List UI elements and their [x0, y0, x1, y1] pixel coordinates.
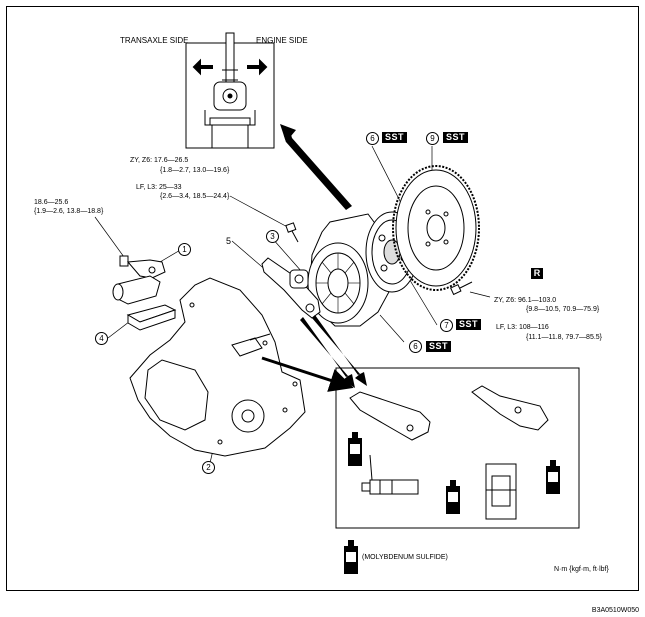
- fork-detail-left: [349, 391, 431, 441]
- part-number-3: 3: [266, 230, 279, 243]
- part-number-2: 2: [202, 461, 215, 474]
- clutch-release-cylinder: [112, 255, 166, 305]
- lubricant-note: (MOLYBDENUM SULFIDE): [362, 554, 448, 561]
- sst-badge: SST: [456, 319, 482, 330]
- flywheel-bolt: [450, 281, 473, 296]
- part-number-5: 5: [226, 236, 232, 246]
- release-bearing-inset: [185, 32, 275, 149]
- arrow-right-icon: [247, 58, 268, 76]
- part-number-7: 7: [440, 319, 453, 332]
- units-note: N·m {kgf·m, ft·lbf}: [554, 566, 609, 573]
- arrow-left-icon: [192, 58, 213, 76]
- grease-can-icon: [546, 460, 560, 494]
- fork-detail-right: [471, 385, 549, 431]
- torque-flywheel-zy: ZY, Z6: 96.1—103.0: [494, 297, 557, 304]
- torque-cover-lf: LF, L3: 25—33: [136, 184, 182, 191]
- replace-badge: R: [531, 268, 543, 279]
- clutch-cover-bolt: [285, 222, 299, 243]
- part-number-6a: 6: [366, 132, 379, 145]
- boot: [126, 304, 177, 331]
- flywheel: [392, 165, 480, 291]
- inset-pointer-arrow: [282, 126, 352, 210]
- torque-flywheel-lf: LF, L3: 108—116: [496, 324, 549, 331]
- grease-can-icon: [344, 540, 358, 574]
- grease-can-icon: [446, 480, 460, 514]
- part-number-1: 1: [178, 243, 191, 256]
- release-fork: [261, 257, 321, 319]
- lubrication-detail-box: [335, 367, 580, 529]
- transaxle-case: [129, 277, 306, 457]
- torque-flywheel-zy-alt: {9.8—10.5, 70.9—75.9}: [526, 306, 600, 313]
- diagram-frame: [6, 6, 639, 591]
- sst-badge: SST: [426, 341, 452, 352]
- torque-cover-zy-alt: {1.8—2.7, 13.0—19.6}: [160, 167, 230, 174]
- sst-badge: SST: [382, 132, 408, 143]
- housing-detail: [485, 463, 517, 520]
- torque-cover-zy: ZY, Z6: 17.6—26.5: [130, 157, 189, 164]
- part-number-4: 4: [95, 332, 108, 345]
- release-bearing: [289, 269, 309, 289]
- grease-can-icon: [348, 432, 362, 466]
- part-number-6b: 6: [409, 340, 422, 353]
- torque-cover-lf-alt: {2.6—3.4, 18.5—24.4}: [160, 193, 230, 200]
- torque-cylinder: 18.6—25.6: [34, 199, 69, 206]
- engine-side-label: ENGINE SIDE: [256, 36, 308, 45]
- torque-cylinder-alt: {1.9—2.6, 13.8—18.8}: [34, 208, 104, 215]
- shaft-detail: [361, 454, 419, 495]
- transaxle-side-label: TRANSAXLE SIDE: [120, 36, 189, 45]
- part-number-9: 9: [426, 132, 439, 145]
- sst-badge: SST: [443, 132, 469, 143]
- torque-flywheel-lf-alt: {11.1—11.8, 79.7—85.5}: [526, 334, 603, 341]
- figure-code: B3A0510W050: [591, 607, 639, 614]
